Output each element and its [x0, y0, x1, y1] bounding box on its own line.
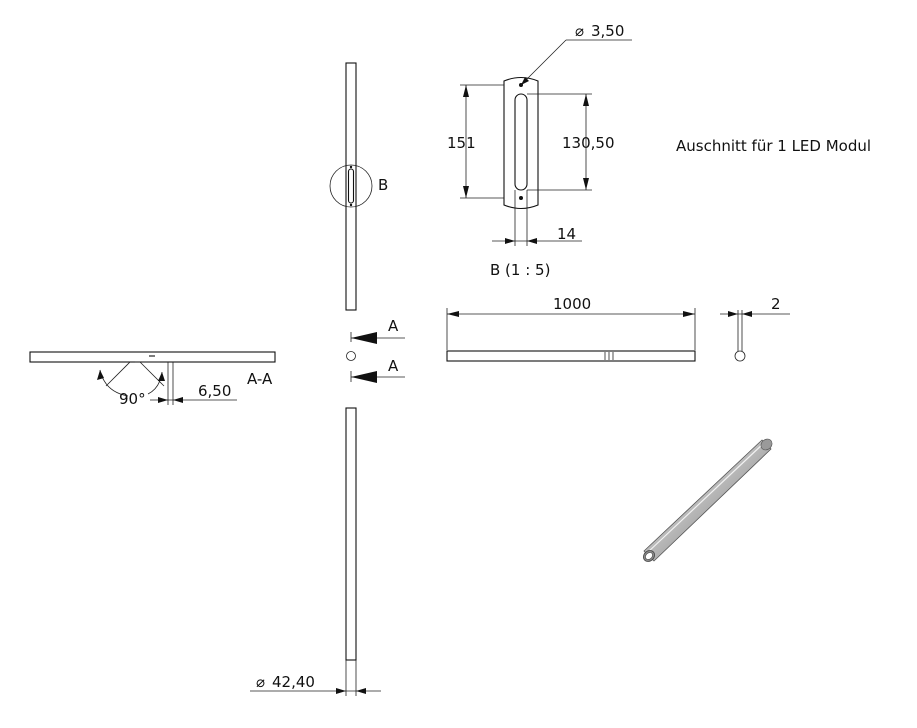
section-angle-value: 90°	[119, 390, 146, 408]
end-view-wall-value: 2	[771, 295, 781, 313]
section-offset-value: 6,50	[198, 382, 231, 400]
section-a-a-view	[29, 351, 276, 405]
vertical-tube-lower	[345, 407, 357, 696]
detail-b-overall-length-value: 151	[447, 134, 476, 152]
end-view-ring	[720, 310, 790, 362]
section-cut-marks	[346, 332, 405, 383]
tube-diameter-dimension	[250, 688, 381, 694]
section-arrow-label-bottom: A	[388, 357, 399, 375]
detail-b-hole-diameter-symbol: ⌀	[575, 22, 584, 40]
tube-diameter-value: 42,40	[272, 673, 315, 691]
tube-diameter-symbol: ⌀	[256, 673, 265, 691]
detail-b-callout-label: B	[378, 176, 388, 194]
detail-b-view	[460, 39, 632, 246]
section-title: A-A	[247, 370, 273, 388]
detail-b-slot-length-value: 130,50	[562, 134, 615, 152]
cutout-note: Auschnitt für 1 LED Modul	[676, 137, 871, 155]
front-view-tube	[446, 308, 696, 362]
detail-b-slot-width-value: 14	[557, 225, 576, 243]
detail-b-hole-diameter-value: 3,50	[591, 22, 624, 40]
isometric-tube-view	[643, 438, 773, 562]
front-view-length-value: 1000	[553, 295, 591, 313]
vertical-tube-upper	[345, 62, 357, 311]
detail-b-circle	[329, 164, 373, 208]
detail-b-title: B (1 : 5)	[490, 261, 550, 279]
section-arrow-label-top: A	[388, 317, 399, 335]
